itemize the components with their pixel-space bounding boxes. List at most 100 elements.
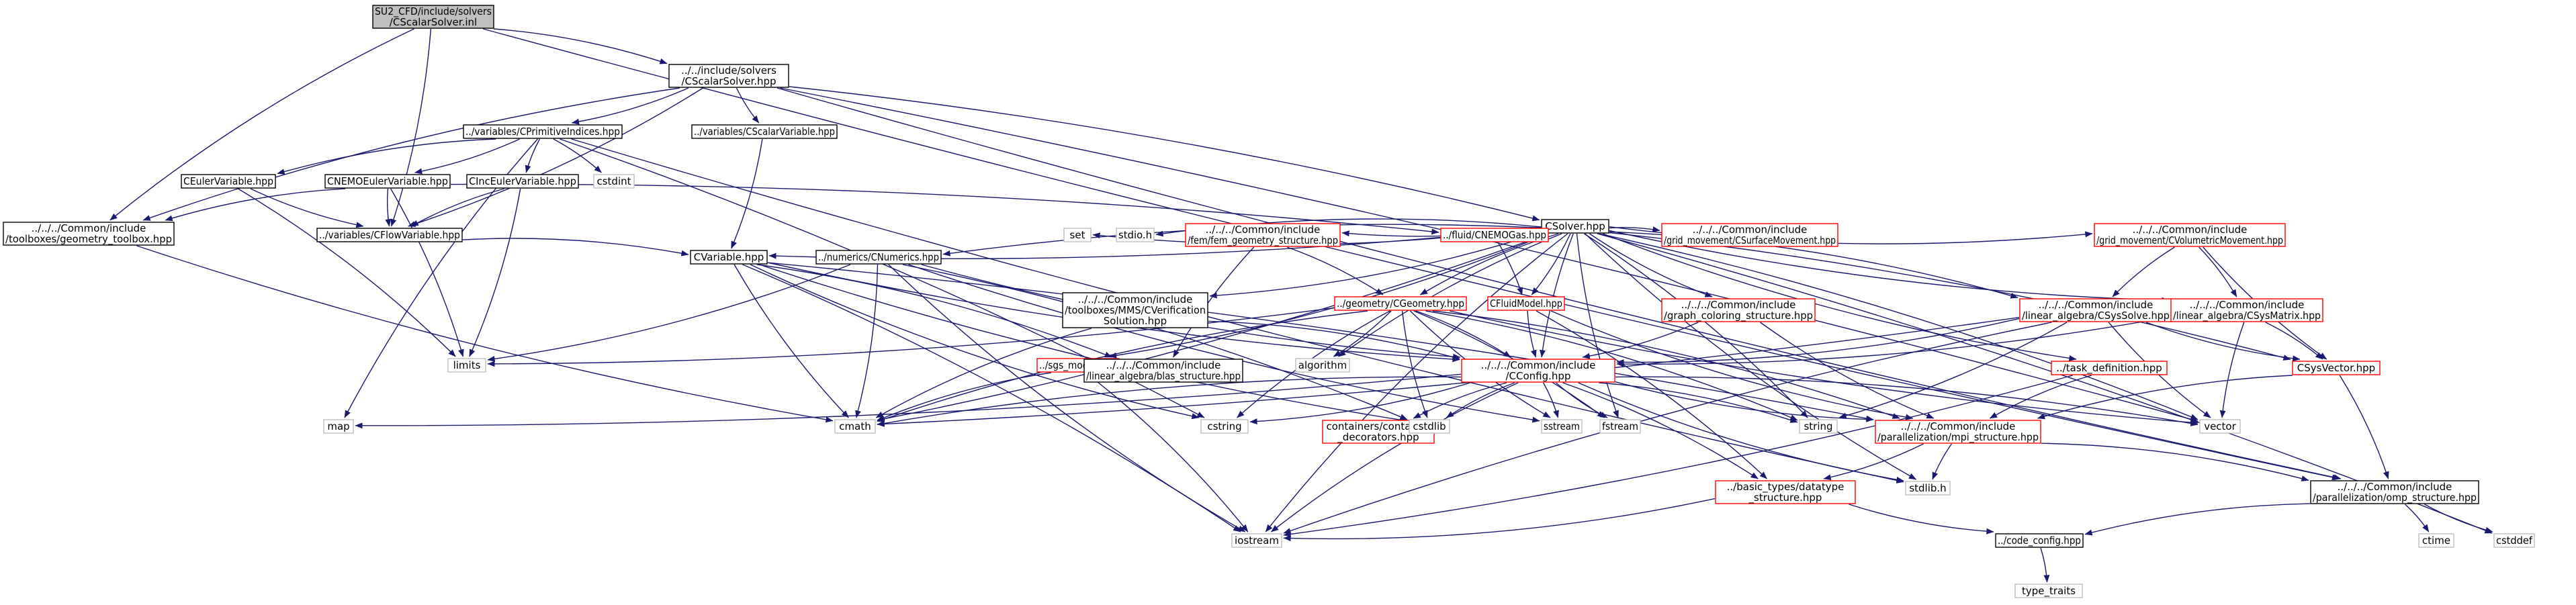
node-box-csurfacemovement (1661, 223, 1838, 247)
node-csysmatrix[interactable]: ../../../Common/include/linear_algebra/C… (2170, 298, 2323, 322)
edge-cconfig-to-cstring (1249, 382, 1470, 425)
node-label-stdlib-line-0: stdlib.h (1909, 482, 1946, 494)
node-cscalarsolver[interactable]: ../../include/solvers/CScalarSolver.hpp (668, 64, 789, 88)
node-label-graph_coloring-line-1: /graph_coloring_structure.hpp (1664, 310, 1813, 322)
node-csyssolve[interactable]: ../../../Common/include/linear_algebra/C… (2019, 298, 2172, 322)
node-box-task_definition (2051, 361, 2168, 375)
node-csurfacemovement[interactable]: ../../../Common/include/grid_movement/CS… (1661, 223, 1838, 247)
edge-cprimitiveindices-to-cstdint (553, 138, 602, 173)
node-cverification[interactable]: ../../../Common/include/toolboxes/MMS/CV… (1062, 292, 1208, 328)
node-datatype_structure[interactable]: ../basic_types/datatype_structure.hpp (1715, 480, 1856, 504)
edge-csyssolve-to-iostream (1283, 322, 2052, 534)
node-box-stdlib (1905, 481, 1951, 496)
edge-cprimitiveindices-to-cinceulervariable (525, 138, 541, 173)
node-cstring: cstring (1200, 419, 1249, 434)
node-box-cnemogas (1440, 228, 1549, 242)
node-label-ceulervariable-line-0: CEulerVariable.hpp (183, 175, 273, 187)
edge-csysmatrix-to-csysvector (2265, 322, 2323, 360)
edge-omp_structure-to-code_config (2084, 503, 2311, 536)
node-cflowvariable[interactable]: ../variables/CFlowVariable.hpp (316, 228, 463, 242)
edge-cverification-to-cconfig (1208, 320, 1460, 360)
edge-cconfig-to-container_decorators (1413, 382, 1507, 419)
edge-code_config-to-type_traits (2040, 547, 2050, 583)
node-label-cstddef-line-0: cstddef (2496, 534, 2533, 547)
edge-cnumerics-to-cmath (855, 264, 879, 418)
node-label-fstream-line-0: fstream (1602, 420, 1638, 432)
node-label-csurfacemovement-line-1: /grid_movement/CSurfaceMovement.hpp (1664, 234, 1836, 247)
node-cnemogas[interactable]: ../fluid/CNEMOGas.hpp (1440, 228, 1549, 242)
node-code_config[interactable]: ../code_config.hpp (1995, 533, 2084, 548)
edge-csyssolve-to-cconfig (1616, 318, 2020, 365)
node-cfluidmodel[interactable]: CFluidModel.hpp (1487, 296, 1565, 311)
edge-cgeometry-to-fstream (1413, 310, 1605, 418)
node-cnumerics[interactable]: ../numerics/CNumerics.hpp (815, 250, 942, 265)
edge-csyssolve-to-string (1838, 322, 2068, 419)
node-label-container_decorators-line-0: containers/container (1326, 420, 1431, 432)
node-cvolumetricmovement[interactable]: ../../../Common/include/grid_movement/CV… (2094, 223, 2286, 247)
node-cmath: cmath (834, 419, 876, 434)
node-geometry_toolbox[interactable]: ../../../Common/include/toolboxes/geomet… (3, 222, 175, 246)
node-csolver[interactable]: CSolver.hpp (1541, 219, 1609, 234)
edge-csolver-to-fstream (1576, 233, 1619, 418)
node-ceulervariable[interactable]: CEulerVariable.hpp (181, 174, 276, 189)
node-box-root (372, 5, 494, 29)
node-label-datatype_structure-line-1: _structure.hpp (1748, 492, 1822, 504)
node-task_definition[interactable]: ../task_definition.hpp (2051, 361, 2168, 375)
node-label-csyssolve-line-0: ../../../Common/include (2039, 299, 2153, 311)
node-fem_geometry[interactable]: ../../../Common/include/fem/fem_geometry… (1185, 223, 1341, 247)
edge-cconfig-to-vector (1615, 376, 2199, 426)
edge-task_definition-to-iostream (1283, 375, 2073, 537)
node-cconfig[interactable]: ../../../Common/include/CConfig.hpp (1461, 359, 1615, 383)
edge-cprimitiveindices-to-stdlib (571, 138, 1904, 483)
node-cvariable[interactable]: CVariable.hpp (690, 250, 768, 265)
node-root[interactable]: SU2_CFD/include/solvers/CScalarSolver.in… (372, 5, 494, 29)
node-omp_structure[interactable]: ../../../Common/include/parallelization/… (2310, 480, 2479, 504)
node-label-cverification-line-1: /toolboxes/MMS/CVerification (1065, 304, 1206, 316)
edge-cfluidmodel-to-cconfig (1527, 310, 1537, 358)
edge-mpi_structure-to-datatype_structure (1823, 443, 1924, 481)
edge-cconfig-to-iostream (1271, 382, 1519, 532)
node-cnemoeulervariable[interactable]: CNEMOEulerVariable.hpp (324, 174, 451, 189)
node-label-csolver-line-0: CSolver.hpp (1545, 220, 1605, 232)
node-type_traits: type_traits (2014, 584, 2083, 598)
node-box-csolver (1541, 219, 1609, 234)
node-box-set (1063, 228, 1092, 242)
node-box-graph_coloring (1661, 298, 1816, 322)
node-label-cvolumetricmovement-line-0: ../../../Common/include (2133, 224, 2248, 236)
edge-csolver-to-vector (1599, 233, 2199, 420)
node-box-code_config (1995, 533, 2084, 548)
node-map: map (323, 419, 354, 434)
node-cgeometry[interactable]: ../geometry/CGeometry.hpp (1334, 296, 1467, 311)
edge-cfluidmodel-to-datatype_structure (1536, 310, 1767, 479)
node-box-cfluidmodel (1487, 296, 1565, 311)
edge-cgeometry-to-limits (487, 307, 1335, 367)
node-mpi_structure[interactable]: ../../../Common/include/parallelization/… (1875, 420, 2041, 444)
node-cinceulervariable[interactable]: CIncEulerVariable.hpp (466, 174, 579, 189)
node-box-ctime (2418, 533, 2454, 548)
node-set: set (1063, 228, 1092, 242)
node-box-cmath (834, 419, 876, 434)
node-csysvector[interactable]: CSysVector.hpp (2292, 361, 2381, 375)
node-cprimitiveindices[interactable]: ../variables/CPrimitiveIndices.hpp (463, 124, 623, 139)
edge-layer (109, 28, 2493, 583)
node-box-string (1799, 419, 1838, 434)
node-graph_coloring[interactable]: ../../../Common/include/graph_coloring_s… (1661, 298, 1816, 322)
edge-fem_geometry-to-cgeometry (1286, 246, 1384, 295)
node-box-cflowvariable (316, 228, 463, 242)
node-label-cscalarsolver-line-0: ../../include/solvers (681, 64, 776, 77)
node-box-limits (447, 358, 486, 373)
node-box-geometry_toolbox (3, 222, 175, 246)
edge-fem_geometry-to-blas_structure (1173, 246, 1255, 358)
edge-csolver-to-graph_coloring (1589, 233, 1713, 297)
edge-datatype_structure-to-iostream (1283, 498, 1716, 542)
edge-root-to-geometry_toolbox (109, 28, 414, 221)
node-label-geometry_toolbox-line-0: ../../../Common/include (32, 222, 146, 234)
node-cscalarvariable[interactable]: ../variables/CScalarVariable.hpp (691, 124, 838, 139)
edge-cconfig-to-mpi_structure (1615, 381, 1874, 422)
node-blas_structure[interactable]: ../../../Common/include/linear_algebra/b… (1083, 359, 1243, 383)
edge-sgs_model-to-iostream (1085, 372, 1249, 532)
node-label-cnemoeulervariable-line-0: CNEMOEulerVariable.hpp (327, 175, 448, 187)
node-box-cscalarvariable (691, 124, 838, 139)
edge-cvariable-to-mpi_structure (767, 262, 1874, 422)
edge-csysmatrix-to-vector (2219, 322, 2245, 418)
